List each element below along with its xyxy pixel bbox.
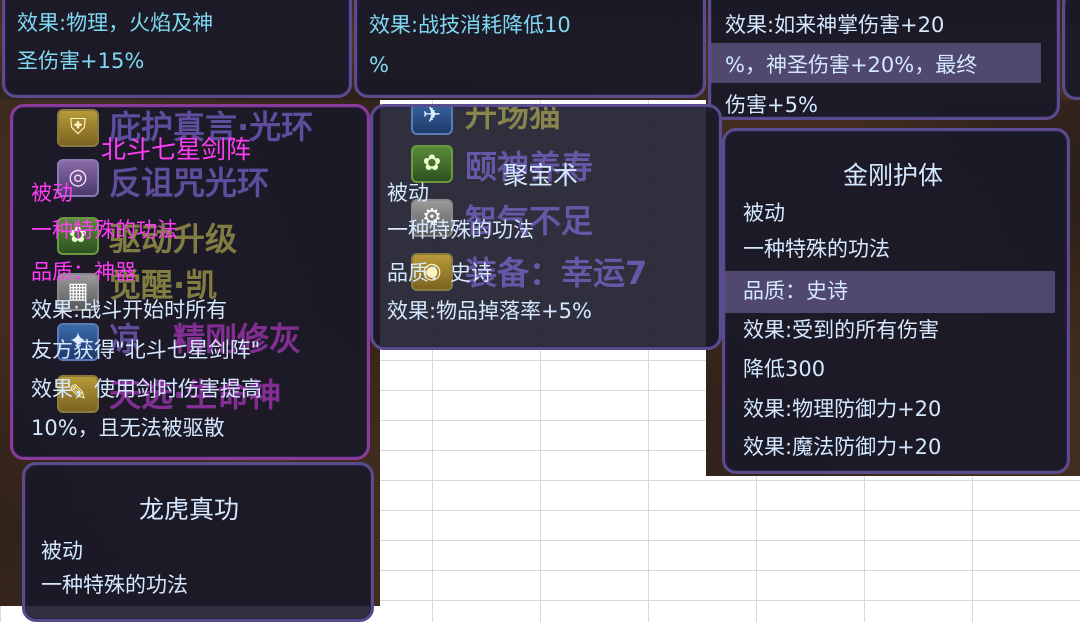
skill-quality: 品质：史诗 <box>743 279 848 303</box>
background-skill-text: 颐神养寿 <box>465 148 594 186</box>
effect-line: 10%，且无法被驱散 <box>31 416 225 440</box>
lotus-icon: ✿ <box>57 217 99 255</box>
background-skill-text: 天选·生命神 <box>109 376 282 414</box>
skill-type: 被动 <box>387 181 429 205</box>
effect-line: 圣伤害+15% <box>17 49 145 73</box>
skill-title: 聚宝术 <box>503 161 579 190</box>
background-skill-text: 庇护真言·光环 <box>109 108 314 146</box>
skill-quality: 品质：神器 <box>31 260 136 284</box>
background-skill-text: 精刚修灰 <box>173 320 302 358</box>
tooltip-panel-treasure-gathering: ✈ ✿ ⚙ ◉ 升场猫 颐神养寿 智气不足 装备：幸运7 聚宝术 被动 一种特殊… <box>370 104 722 350</box>
tooltip-panel-dragon-tiger: 龙虎真功 被动 一种特殊的功法 <box>22 462 374 622</box>
effect-line: %，神圣伤害+20%，最终 <box>725 53 978 77</box>
gear-icon: ⚙ <box>411 199 453 237</box>
background-skill-text: 装备：幸运7 <box>465 254 648 292</box>
row-highlight <box>725 271 1055 313</box>
tooltip-panel-beidou-sword-array: ⛨ ◎ ✿ ▦ ✦ ✎ 庇护真言·光环 反诅咒光环 驱动升级 觉醒·凯 凉 精刚… <box>10 104 370 460</box>
skill-description: 一种特殊的功法 <box>387 218 534 242</box>
background-skill-text: 凉 <box>109 320 142 358</box>
coin-icon: ◉ <box>411 253 453 291</box>
skill-description: 一种特殊的功法 <box>743 237 890 261</box>
background-skill-text: 觉醒·凯 <box>109 266 218 304</box>
plane-icon: ✈ <box>411 107 453 135</box>
skill-type: 被动 <box>743 201 785 225</box>
effect-line: 降低300 <box>743 357 826 381</box>
shield-icon: ⛨ <box>57 109 99 147</box>
effect-line: 效果:如来神掌伤害+20 <box>725 13 945 37</box>
background-skill-text: 驱动升级 <box>109 220 238 258</box>
effect-line: 效果:物理，火焰及神 <box>17 11 214 35</box>
effect-line: 伤害+5% <box>725 93 818 117</box>
skill-description: 一种特殊的功法 <box>41 573 188 597</box>
grid-icon: ▦ <box>57 273 99 311</box>
lotus-icon: ✿ <box>411 145 453 183</box>
feather-icon: ✎ <box>57 375 99 413</box>
effect-line: 效果:受到的所有伤害 <box>743 318 940 342</box>
scroll-icon: ✦ <box>57 323 99 361</box>
tooltip-panel-edge <box>1062 0 1080 100</box>
swirl-icon: ◎ <box>57 159 99 197</box>
background-skill-text: 反诅咒光环 <box>109 164 270 202</box>
effect-line: 效果:物品掉落率+5% <box>387 299 592 323</box>
effect-line: % <box>369 53 389 77</box>
skill-title: 北斗七星剑阵 <box>101 135 252 164</box>
skill-quality: 品质：史诗 <box>387 261 492 285</box>
tooltip-panel-rulai-palm: 效果:如来神掌伤害+20 %，神圣伤害+20%，最终 伤害+5% <box>708 0 1060 120</box>
skill-title: 龙虎真功 <box>139 495 240 524</box>
effect-line: 效果:魔法防御力+20 <box>743 435 942 459</box>
effect-line: 效果，使用剑时伤害提高 <box>31 377 262 401</box>
tooltip-panel-fire-holy: 效果:物理，火焰及神 圣伤害+15% <box>2 0 352 98</box>
effect-line: 友方获得"北斗七星剑阵" <box>31 338 261 362</box>
effect-line: 效果:战斗开始时所有 <box>31 298 228 322</box>
tooltip-panel-vajra-body: 金刚护体 被动 一种特殊的功法 品质：史诗 效果:受到的所有伤害 降低300 效… <box>722 128 1070 474</box>
skill-title: 金刚护体 <box>843 161 944 190</box>
row-highlight <box>711 43 1041 83</box>
background-skill-text: 智气不足 <box>465 202 594 240</box>
tooltip-panel-skill-cost: 效果:战技消耗降低10 % <box>354 0 706 98</box>
effect-line: 效果:物理防御力+20 <box>743 397 942 421</box>
skill-description: 一种特殊的功法 <box>31 218 178 242</box>
effect-line: 效果:战技消耗降低10 <box>369 13 571 37</box>
skill-type: 被动 <box>31 181 73 205</box>
background-skill-text: 升场猫 <box>465 104 562 134</box>
skill-type: 被动 <box>41 539 83 563</box>
